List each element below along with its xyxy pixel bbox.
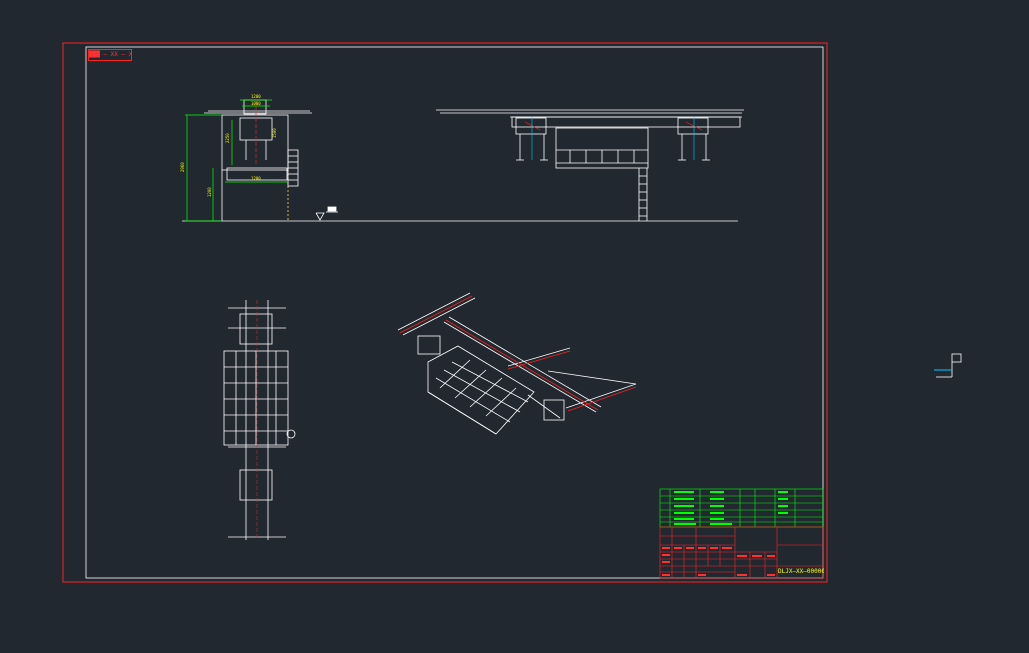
front-elevation-details <box>524 121 703 131</box>
outer-border <box>62 42 828 583</box>
isometric-view <box>397 292 637 435</box>
parts-table-text-marks <box>674 491 788 525</box>
dim-label: 2250 <box>225 133 230 143</box>
plan-view <box>223 300 296 540</box>
dim-label: 1200 <box>251 176 261 181</box>
parts-table <box>659 488 824 528</box>
front-elevation-view <box>436 109 744 221</box>
dim-label: 1000 <box>251 101 261 106</box>
ucs-crosshair-icon <box>936 353 962 378</box>
dimension-labels: 1200 1000 2250 1500 2960 1200 1200 <box>180 94 277 197</box>
title-block-text-marks <box>662 547 775 576</box>
dim-label: 1500 <box>272 128 277 138</box>
front-elevation-centerlines <box>531 117 695 160</box>
drawing-tag-label: ███ — XX — XX <box>88 49 132 61</box>
side-elevation-view <box>182 99 738 222</box>
inner-border <box>85 46 824 579</box>
dim-label: 1200 <box>251 94 261 99</box>
title-block <box>659 526 824 579</box>
drawing-code-label: DLJX—XX—000000 <box>778 568 824 575</box>
dim-label: 1200 <box>207 187 212 197</box>
dim-label: 2960 <box>180 162 185 172</box>
isometric-red-rails <box>399 295 637 412</box>
side-elevation-dimensions <box>185 99 288 222</box>
